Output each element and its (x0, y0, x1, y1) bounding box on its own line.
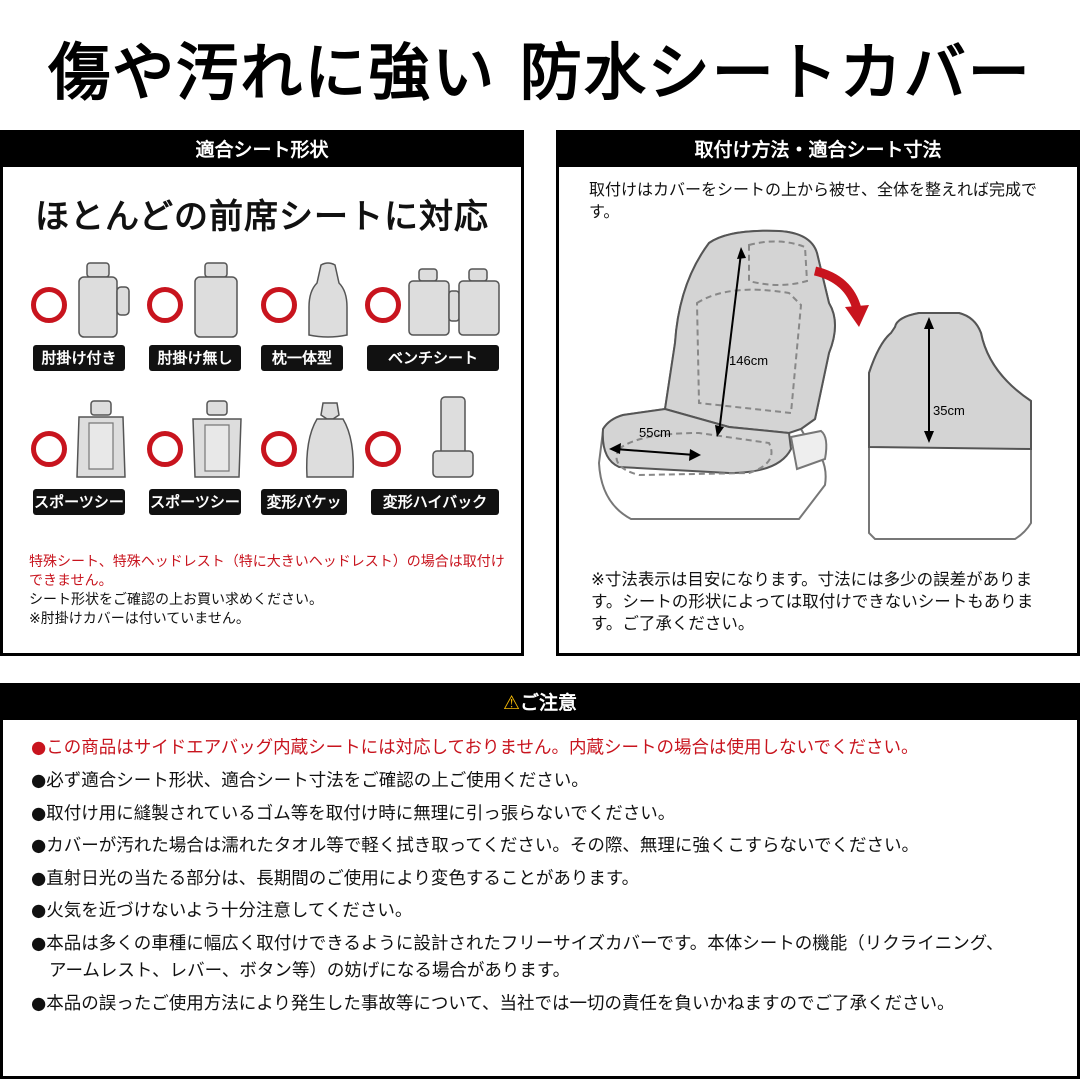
ok-circle-icon (31, 287, 67, 323)
ok-circle-icon (147, 287, 183, 323)
caution-header: ⚠ご注意 (3, 686, 1077, 720)
caution-panel: ⚠ご注意 ●この商品はサイドエアバッグ内蔵シートには対応しておりません。内蔵シー… (0, 683, 1080, 1079)
dim-back-label: 35cm (933, 403, 965, 418)
ok-circle-icon (261, 431, 297, 467)
seat-label: スポーツシート (33, 489, 125, 537)
seat-types-heading: ほとんどの前席シートに対応 (35, 197, 489, 237)
caution-item: ●火気を近づけないよう十分注意してください。 (31, 901, 413, 921)
warning-icon: ⚠ (502, 692, 521, 714)
seat-label: 肘掛け無し (149, 345, 241, 371)
integrated-headrest-seat-icon (308, 262, 348, 338)
seat-types-header: 適合シート形状 (3, 133, 521, 167)
caution-item: ●必ず適合シート形状、適合シート寸法をご確認の上ご使用ください。 (31, 771, 589, 791)
seat-label: 枕一体型 (261, 345, 343, 371)
ok-circle-icon (365, 431, 401, 467)
seat-label: スポーツシート (149, 489, 241, 537)
caution-title: ご注意 (520, 692, 578, 714)
seat-with-armrest-icon (78, 262, 130, 338)
dimension-note: ※寸法表示は目安になります。寸法には多少の誤差があります。シートの形状によっては… (591, 570, 1034, 633)
seat-shape-note: シート形状をご確認の上お買い求めください。 (29, 592, 323, 608)
caution-item: ●取付け用に縫製されているゴム等を取付け時に無理に引っ張らないでください。 (31, 804, 676, 824)
caution-item: アームレスト、レバー、ボタン等）の妨げになる場合があります。 (49, 961, 571, 981)
ok-circle-icon (31, 431, 67, 467)
high-back-seat-icon (432, 396, 474, 478)
sports-seat-icon (192, 400, 242, 478)
seat-label: ベンチシート (367, 345, 499, 371)
bucket-seat-icon (305, 402, 355, 478)
bench-seat-icon (408, 268, 500, 336)
page-title: 傷や汚れに強い 防水シートカバー (48, 36, 1032, 109)
seat-types-panel: 適合シート形状 ほとんどの前席シートに対応 肘掛け付き 肘掛け無し 枕一体型 ベ… (0, 130, 524, 656)
seat-diagram: 146cm 55cm 35cm (597, 229, 1032, 540)
caution-item: ●この商品はサイドエアバッグ内蔵シートには対応しておりません。内蔵シートの場合は… (31, 738, 919, 758)
install-panel: 取付け方法・適合シート寸法 取付けはカバーをシートの上から被せ、全体を整えれば完… (556, 130, 1080, 656)
caution-item: ●直射日光の当たる部分は、長期間のご使用により変色することがあります。 (31, 869, 640, 889)
dim-height-label: 146cm (729, 353, 768, 368)
caution-item: ●本品の誤ったご使用方法により発生した事故等について、当社では一切の責任を負いか… (31, 994, 955, 1014)
seat-label: 変形バケット (261, 489, 347, 537)
caution-item: ●本品は多くの車種に幅広く取付けできるように設計されたフリーサイズカバーです。本… (31, 934, 1004, 954)
armrest-note: ※肘掛けカバーは付いていません。 (29, 611, 250, 627)
special-seat-warning: 特殊シート、特殊ヘッドレスト（特に大きいヘッドレスト）の場合は取付けできません。 (29, 554, 505, 589)
dim-width-label: 55cm (639, 425, 671, 440)
seat-without-armrest-icon (194, 262, 238, 338)
install-description: 取付けはカバーをシートの上から被せ、全体を整えれば完成です。 (589, 180, 1038, 221)
ok-circle-icon (147, 431, 183, 467)
caution-item: ●カバーが汚れた場合は濡れたタオル等で軽く拭き取ってください。その際、無理に強く… (31, 836, 919, 856)
install-header: 取付け方法・適合シート寸法 (559, 133, 1077, 167)
seat-label: 肘掛け付き (33, 345, 125, 371)
seat-label: 変形ハイバック (371, 489, 499, 515)
ok-circle-icon (261, 287, 297, 323)
ok-circle-icon (365, 287, 401, 323)
sports-seat-icon (76, 400, 126, 478)
